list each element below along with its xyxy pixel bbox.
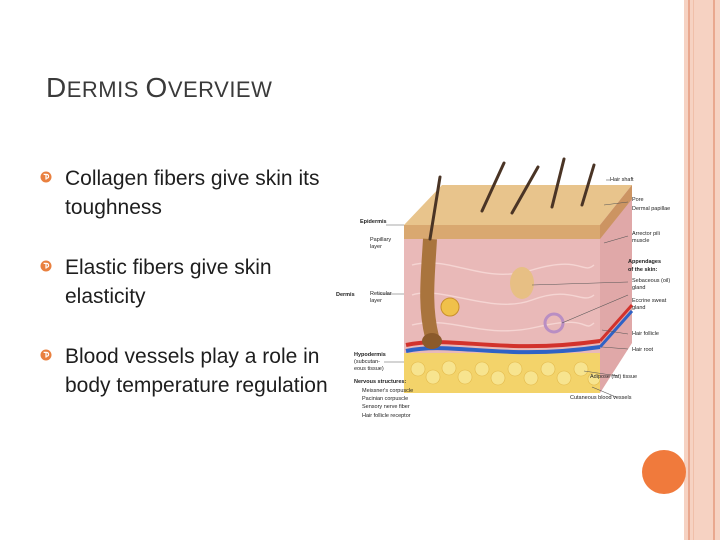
bullet-text: Elastic fibers give skin elasticity <box>65 256 272 308</box>
label-appendages-2: of the skin: <box>628 267 658 273</box>
label-sebaceous-2: gland <box>632 285 645 291</box>
label-eccrine: Eccrine sweat <box>632 298 667 304</box>
label-hair-root: Hair root <box>632 347 654 353</box>
decorative-circle <box>642 450 686 494</box>
label-arrector-2: muscle <box>632 238 649 244</box>
skin-cross-section-figure: Epidermis Papillary layer Dermis Reticul… <box>336 157 670 419</box>
label-adipose: Adipose (fat) tissue <box>590 374 637 380</box>
label-hair-shaft: Hair shaft <box>610 177 634 183</box>
label-hypodermis: Hypodermis <box>354 352 386 358</box>
bullet-list: Collagen fibers give skin its toughness … <box>40 164 340 431</box>
slide-title: DERMIS OVERVIEW <box>46 72 272 104</box>
bullet-marker-icon <box>40 171 52 183</box>
label-dermis: Dermis <box>336 292 355 298</box>
label-pore: Pore <box>632 197 644 203</box>
right-border-line-thin <box>693 0 694 540</box>
label-hypodermis-sub: (subcutan- <box>354 359 380 365</box>
label-hair-follicle: Hair follicle <box>632 331 659 337</box>
label-dermal-papillae: Dermal papillae <box>632 206 670 212</box>
label-nervous: Nervous structures: <box>354 379 406 385</box>
label-pacinian: Pacinian corpuscle <box>362 396 408 402</box>
right-border-line <box>688 0 690 540</box>
title-initial-1: D <box>46 72 67 103</box>
label-meissner: Meissner's corpuscle <box>362 388 413 394</box>
bullet-item: Blood vessels play a role in body temper… <box>40 342 340 400</box>
label-arrector: Arrector pili <box>632 231 660 237</box>
right-labels: Hair shaft Pore Dermal papillae Arrector… <box>570 177 670 401</box>
bullet-item: Elastic fibers give skin elasticity <box>40 253 340 311</box>
label-papillary-2: layer <box>370 244 382 250</box>
label-papillary: Papillary <box>370 237 391 243</box>
label-hypodermis-sub-2: eous tissue) <box>354 366 384 372</box>
label-blood-vessels: Cutaneous blood vessels <box>570 395 632 401</box>
title-initial-2: O <box>145 72 168 103</box>
label-epidermis: Epidermis <box>360 219 387 225</box>
title-rest-2: VERVIEW <box>167 77 273 102</box>
label-sensory: Sensory nerve fiber <box>362 404 410 410</box>
label-eccrine-2: gland <box>632 305 645 311</box>
skin-block <box>404 157 634 393</box>
label-hair-receptor: Hair follicle receptor <box>362 413 411 419</box>
label-appendages: Appendages <box>628 259 661 265</box>
label-reticular-2: layer <box>370 298 382 304</box>
left-labels: Epidermis Papillary layer Dermis Reticul… <box>336 219 413 419</box>
bullet-marker-icon <box>40 260 52 272</box>
leader-lines <box>378 179 629 398</box>
bullet-marker-icon <box>40 349 52 361</box>
bullet-text: Collagen fibers give skin its toughness <box>65 167 320 219</box>
label-sebaceous: Sebaceous (oil) <box>632 278 670 284</box>
title-rest-1: ERMIS <box>66 77 146 102</box>
bullet-item: Collagen fibers give skin its toughness <box>40 164 340 222</box>
right-border-line-outer <box>713 0 715 540</box>
bullet-text: Blood vessels play a role in body temper… <box>65 345 328 397</box>
label-reticular: Reticular <box>370 291 392 297</box>
